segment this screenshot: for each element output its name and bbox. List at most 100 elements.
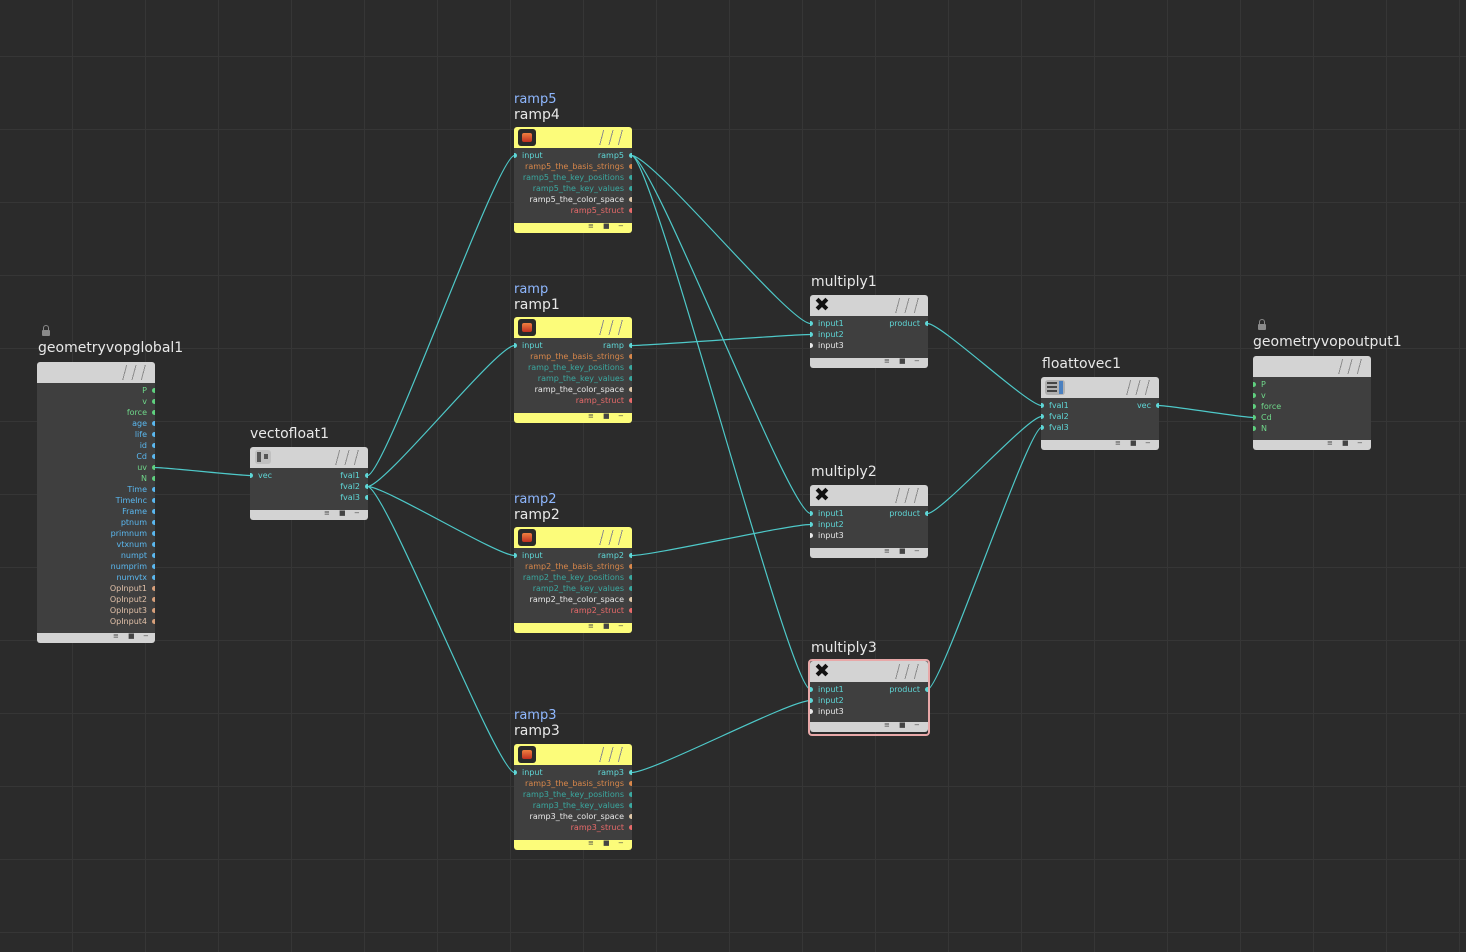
output-connector[interactable]	[152, 509, 155, 514]
output-port-uv[interactable]: uv	[137, 463, 147, 472]
output-connector[interactable]	[152, 443, 155, 448]
node-header[interactable]	[514, 744, 632, 765]
output-connector[interactable]	[152, 465, 155, 470]
output-connector[interactable]	[152, 531, 155, 536]
output-port-ramp3-the-key-positions[interactable]: ramp3_the_key_positions	[522, 790, 624, 799]
input-port-input1[interactable]: input1	[818, 685, 844, 694]
output-connector[interactable]	[152, 520, 155, 525]
output-connector[interactable]	[629, 208, 632, 213]
output-port-ramp-the-key-positions[interactable]: ramp_the_key_positions	[527, 363, 624, 372]
node-footer[interactable]: ≡■−	[810, 721, 928, 732]
output-connector[interactable]	[152, 487, 155, 492]
input-connector[interactable]	[810, 533, 813, 538]
input-port-input2[interactable]: input2	[818, 330, 844, 339]
output-connector[interactable]	[152, 454, 155, 459]
node-header[interactable]: ✖	[810, 485, 928, 506]
node-header[interactable]	[250, 447, 368, 468]
input-port-input[interactable]: input	[522, 768, 543, 777]
output-connector[interactable]	[365, 495, 368, 500]
output-port-product[interactable]: product	[889, 509, 920, 518]
output-connector[interactable]	[365, 473, 368, 478]
output-connector[interactable]	[152, 619, 155, 624]
output-port-ramp5-the-basis-strings[interactable]: ramp5_the_basis_strings	[525, 162, 624, 171]
output-connector[interactable]	[629, 164, 632, 169]
input-port-input[interactable]: input	[522, 151, 543, 160]
output-port-Time[interactable]: Time	[127, 485, 147, 494]
output-port-ramp-struct[interactable]: ramp_struct	[575, 396, 624, 405]
output-port-ramp[interactable]: ramp	[602, 341, 624, 350]
output-port-OpInput3[interactable]: OpInput3	[109, 606, 147, 615]
node-header[interactable]: ✖	[810, 661, 928, 682]
output-port-ramp-the-color-space[interactable]: ramp_the_color_space	[534, 385, 624, 394]
node-header[interactable]	[514, 127, 632, 148]
output-port-numpt[interactable]: numpt	[120, 551, 147, 560]
input-connector[interactable]	[1041, 414, 1044, 419]
output-port-OpInput4[interactable]: OpInput4	[109, 617, 147, 626]
input-port-fval1[interactable]: fval1	[1049, 401, 1069, 410]
node-footer[interactable]: ≡■−	[514, 839, 632, 850]
node-header[interactable]	[1253, 356, 1371, 377]
input-port-v[interactable]: v	[1261, 391, 1266, 400]
output-connector[interactable]	[629, 814, 632, 819]
input-port-force[interactable]: force	[1261, 402, 1282, 411]
input-connector[interactable]	[810, 709, 813, 714]
input-port-input[interactable]: input	[522, 551, 543, 560]
output-connector[interactable]	[152, 388, 155, 393]
output-port-ramp-the-key-values[interactable]: ramp_the_key_values	[537, 374, 624, 383]
output-port-Cd[interactable]: Cd	[136, 452, 147, 461]
node-footer[interactable]: ≡■−	[810, 357, 928, 368]
input-connector[interactable]	[810, 321, 813, 326]
lock-icon[interactable]	[42, 325, 50, 336]
output-port-ramp-the-basis-strings[interactable]: ramp_the_basis_strings	[530, 352, 624, 361]
input-port-vec[interactable]: vec	[258, 471, 273, 480]
output-port-numvtx[interactable]: numvtx	[116, 573, 147, 582]
output-port-ramp2-the-key-values[interactable]: ramp2_the_key_values	[532, 584, 624, 593]
output-port-product[interactable]: product	[889, 685, 920, 694]
output-connector[interactable]	[629, 376, 632, 381]
output-connector[interactable]	[629, 553, 632, 558]
output-port-vec[interactable]: vec	[1136, 401, 1151, 410]
input-connector[interactable]	[810, 511, 813, 516]
input-connector[interactable]	[1253, 426, 1256, 431]
output-connector[interactable]	[629, 608, 632, 613]
output-connector[interactable]	[629, 197, 632, 202]
input-port-N[interactable]: N	[1261, 424, 1267, 433]
output-connector[interactable]	[629, 175, 632, 180]
input-port-fval3[interactable]: fval3	[1049, 423, 1069, 432]
input-port-input2[interactable]: input2	[818, 520, 844, 529]
output-connector[interactable]	[152, 542, 155, 547]
output-connector[interactable]	[629, 781, 632, 786]
output-port-fval2[interactable]: fval2	[340, 482, 360, 491]
output-port-numprim[interactable]: numprim	[110, 562, 147, 571]
output-port-ramp5-the-color-space[interactable]: ramp5_the_color_space	[529, 195, 624, 204]
input-connector[interactable]	[514, 153, 517, 158]
node-footer[interactable]: ≡■−	[514, 622, 632, 633]
output-port-OpInput2[interactable]: OpInput2	[109, 595, 147, 604]
output-connector[interactable]	[152, 410, 155, 415]
output-port-v[interactable]: v	[142, 397, 147, 406]
output-port-Frame[interactable]: Frame	[122, 507, 147, 516]
input-port-P[interactable]: P	[1261, 380, 1266, 389]
node-footer[interactable]: ≡■−	[1253, 439, 1371, 450]
input-connector[interactable]	[810, 522, 813, 527]
input-port-input[interactable]: input	[522, 341, 543, 350]
output-connector[interactable]	[629, 770, 632, 775]
lock-icon[interactable]	[1258, 319, 1266, 330]
input-port-Cd[interactable]: Cd	[1261, 413, 1272, 422]
node-footer[interactable]: ≡■−	[514, 412, 632, 423]
input-connector[interactable]	[1253, 393, 1256, 398]
node-header[interactable]: ✖	[810, 295, 928, 316]
input-connector[interactable]	[1041, 403, 1044, 408]
output-connector[interactable]	[629, 564, 632, 569]
output-port-ramp5[interactable]: ramp5	[597, 151, 624, 160]
output-connector[interactable]	[925, 511, 928, 516]
node-footer[interactable]: ≡■−	[250, 509, 368, 520]
output-connector[interactable]	[629, 365, 632, 370]
output-port-ramp3-the-color-space[interactable]: ramp3_the_color_space	[529, 812, 624, 821]
node-header[interactable]	[514, 317, 632, 338]
input-connector[interactable]	[810, 332, 813, 337]
input-connector[interactable]	[1253, 382, 1256, 387]
output-connector[interactable]	[629, 586, 632, 591]
input-connector[interactable]	[250, 473, 253, 478]
node-footer[interactable]: ≡■−	[37, 632, 155, 643]
